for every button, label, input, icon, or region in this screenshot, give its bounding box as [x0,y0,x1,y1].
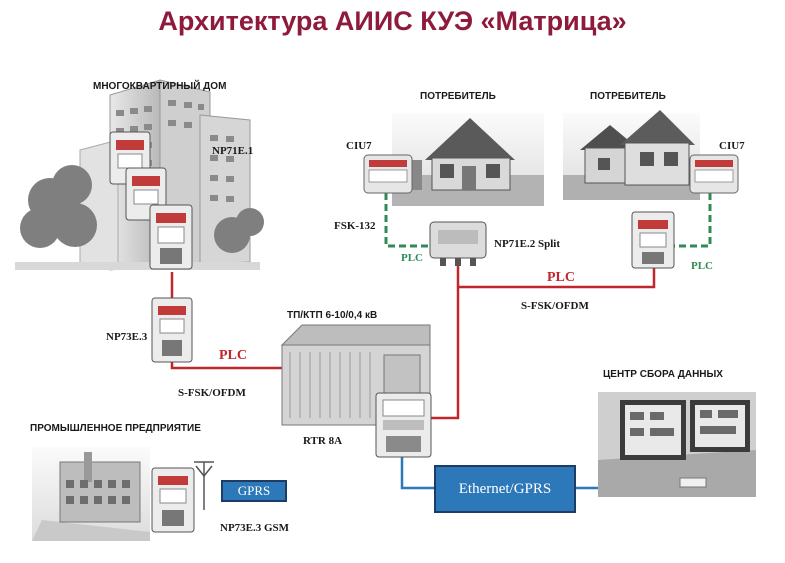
meter-icon [151,297,193,363]
apartment-caption: МНОГОКВАРТИРНЫЙ ДОМ [93,81,227,92]
consumer-caption-right: ПОТРЕБИТЕЛЬ [590,91,666,102]
sfsk-left-label: S-FSK/OFDM [178,387,246,399]
connection-lines [170,193,712,490]
plc-line-consumers [430,262,656,420]
plc-green-left-label: PLC [401,252,423,264]
np71e1-label: NP71E.1 [212,145,254,157]
wireless-line-left [384,193,448,248]
computer-monitor-icon [598,392,756,497]
ciu7-left-label: CIU7 [346,140,372,152]
np71e2-label: NP71E.2 Split [494,238,561,250]
house-icon [392,113,544,206]
consumer-caption-left: ПОТРЕБИТЕЛЬ [420,91,496,102]
substation-caption: ТП/КТП 6-10/0,4 кВ [287,310,378,321]
np73e3-gsm-label: NP73E.3 GSM [220,522,290,534]
page-title: Архитектура АИИС КУЭ «Матрица» [158,6,627,36]
np73e3-label: NP73E.3 [106,331,148,343]
meter-icon [631,211,675,269]
wireless-line-right [665,193,712,248]
meter-icon [375,392,432,458]
ethernet-gprs-box: Ethernet/GPRS [434,465,576,513]
plc-green-right-label: PLC [691,260,713,272]
industry-caption: ПРОМЫШЛЕННОЕ ПРЕДПРИЯТИЕ [30,423,201,434]
fsk132-label: FSK-132 [334,220,376,232]
plc-red-top-label: PLC [547,270,575,285]
antenna-icon [194,461,214,510]
sfsk-top-label: S-FSK/OFDM [521,300,589,312]
factory-icon [32,447,150,541]
gprs-box: GPRS [221,480,287,502]
substation-icon [280,324,431,426]
plc-line-apartment [170,272,282,370]
data-center-caption: ЦЕНТР СБОРА ДАННЫХ [603,369,723,380]
meter-icon [149,204,193,270]
rtr8a-label: RTR 8A [303,435,343,447]
meter-icon [429,221,487,266]
display-unit-icon [689,154,739,194]
plc-red-left-label: PLC [219,348,247,363]
ciu7-right-label: CIU7 [719,140,745,152]
display-unit-icon [363,154,413,194]
house-icon [563,110,700,200]
meter-icon [151,467,195,533]
